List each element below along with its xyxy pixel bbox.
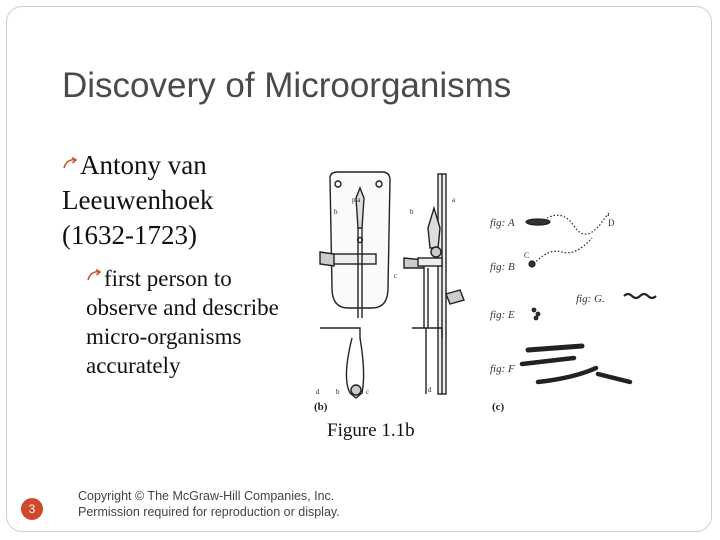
slide-title: Discovery of Microorganisms xyxy=(62,66,512,105)
copyright-notice: Copyright © The McGraw-Hill Companies, I… xyxy=(78,488,340,520)
bullet-arrow-icon xyxy=(87,268,102,281)
svg-text:p a: p a xyxy=(352,196,361,204)
svg-text:fig: A: fig: A xyxy=(490,217,515,229)
bullet-level2: first person to observe and describe mic… xyxy=(86,264,286,380)
svg-text:b: b xyxy=(334,208,338,216)
microscope-figure: p a b d b c a b c d (b) fig: A xyxy=(314,171,657,413)
microscope-side-drawing: a b c d xyxy=(394,173,465,395)
svg-text:fig: F: fig: F xyxy=(490,363,515,375)
svg-text:c: c xyxy=(394,272,397,280)
panel-b-label: (b) xyxy=(314,401,328,413)
svg-text:d: d xyxy=(428,386,432,394)
svg-text:fig: B: fig: B xyxy=(490,261,515,273)
panel-c-label: (c) xyxy=(492,401,505,413)
microscope-front-drawing: p a b d b c xyxy=(316,171,391,399)
figure-caption: Figure 1.1b xyxy=(327,420,415,441)
bullet-arrow-icon xyxy=(63,156,78,169)
slide-number-badge: 3 xyxy=(21,498,43,520)
bullet-level2-text: first person to observe and describe mic… xyxy=(86,266,279,378)
svg-text:c: c xyxy=(366,388,369,396)
copyright-line1: Copyright © The McGraw-Hill Companies, I… xyxy=(78,489,335,503)
svg-text:d: d xyxy=(316,388,320,396)
svg-text:D: D xyxy=(608,218,615,228)
bullet-level1-text: Antony van Leeuwenhoek (1632-1723) xyxy=(62,150,214,250)
svg-text:C: C xyxy=(524,251,529,260)
copyright-line2: Permission required for reproduction or … xyxy=(78,505,340,519)
svg-text:fig: E: fig: E xyxy=(490,309,515,321)
svg-text:fig: G.: fig: G. xyxy=(576,293,605,305)
svg-text:b: b xyxy=(410,208,414,216)
bacteria-drawings: fig: A D fig: B C fig: E fig: G. fig: F xyxy=(490,212,657,385)
svg-text:a: a xyxy=(452,196,456,204)
svg-text:b: b xyxy=(336,388,340,396)
bullet-level1: Antony van Leeuwenhoek (1632-1723) xyxy=(62,148,292,253)
